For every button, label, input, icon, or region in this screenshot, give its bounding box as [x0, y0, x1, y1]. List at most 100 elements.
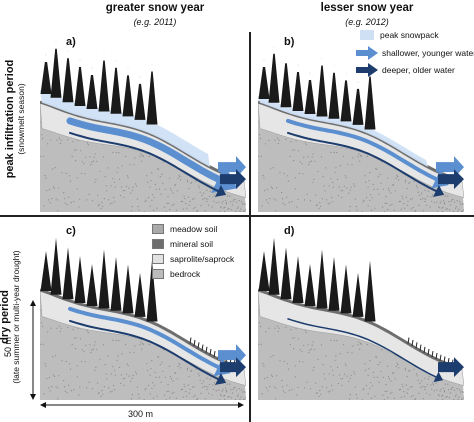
bedrock-speckle	[366, 155, 368, 158]
bedrock-speckle	[40, 121, 41, 123]
bedrock-speckle	[363, 387, 365, 389]
conifer-tree	[316, 249, 328, 309]
bedrock-speckle	[113, 384, 115, 387]
bedrock-speckle	[276, 137, 278, 139]
bedrock-speckle	[268, 139, 270, 141]
bedrock-speckle	[322, 176, 324, 178]
bedrock-speckle	[303, 344, 305, 346]
bedrock-speckle	[119, 178, 121, 180]
bedrock-speckle	[281, 386, 284, 388]
bedrock-speckle	[259, 134, 261, 136]
bedrock-speckle	[144, 389, 146, 391]
bedrock-speckle	[369, 172, 371, 174]
bedrock-speckle	[118, 152, 120, 154]
bedrock-speckle	[112, 151, 114, 153]
bedrock-speckle	[121, 165, 123, 167]
bedrock-speckle	[462, 391, 464, 393]
bedrock-speckle	[387, 209, 389, 211]
bedrock-speckle	[222, 388, 224, 390]
bedrock-speckle	[421, 192, 423, 194]
bedrock-speckle	[454, 389, 456, 391]
conifer-tree	[98, 249, 110, 309]
bedrock-speckle	[387, 177, 389, 179]
bedrock-speckle	[105, 373, 107, 375]
bedrock-speckle	[223, 207, 225, 209]
bedrock-speckle	[45, 365, 47, 367]
bedrock-speckle	[447, 383, 449, 385]
bedrock-speckle	[348, 210, 351, 212]
bedrock-speckle	[153, 385, 155, 387]
meadow-grass	[411, 339, 414, 347]
bedrock-speckle	[151, 360, 153, 362]
bedrock-speckle	[288, 390, 290, 392]
bedrock-speckle	[206, 388, 208, 391]
bedrock-speckle	[453, 210, 455, 212]
bedrock-speckle	[208, 383, 211, 385]
bedrock-speckle	[203, 385, 205, 387]
bedrock-speckle	[186, 369, 189, 371]
bedrock-speckle	[206, 189, 208, 191]
bedrock-speckle	[398, 201, 401, 203]
bedrock-speckle	[168, 390, 170, 392]
bedrock-speckle	[395, 365, 397, 367]
bedrock-speckle	[109, 391, 111, 393]
bedrock-speckle	[343, 343, 345, 346]
bedrock-speckle	[258, 343, 260, 345]
deep-water-flow-head	[215, 185, 227, 197]
deep-water-exit-arrow-icon	[438, 169, 464, 190]
bedrock-speckle	[426, 195, 429, 197]
bedrock-speckle	[294, 376, 296, 378]
bedrock-speckle	[69, 363, 71, 365]
bedrock-speckle	[176, 190, 178, 192]
bedrock-speckle	[334, 171, 336, 173]
bedrock-speckle	[354, 198, 356, 200]
bedrock-speckle	[455, 394, 457, 396]
bedrock-speckle	[425, 198, 427, 200]
bedrock-speckle	[261, 393, 263, 395]
bedrock-speckle	[311, 156, 313, 158]
bedrock-speckle	[443, 203, 446, 205]
bedrock-speckle	[335, 167, 337, 169]
bedrock-speckle	[295, 140, 297, 142]
bedrock-speckle	[263, 365, 265, 367]
bedrock-speckle	[104, 176, 106, 178]
bedrock-speckle	[68, 384, 70, 386]
bedrock-speckle	[301, 351, 303, 353]
bedrock-speckle	[338, 374, 340, 376]
bedrock-speckle	[443, 391, 446, 393]
bedrock-speckle	[289, 155, 291, 158]
bedrock-speckle	[265, 199, 267, 201]
bedrock-speckle	[40, 309, 41, 311]
bedrock-speckle	[65, 360, 67, 363]
bedrock-speckle	[94, 341, 96, 343]
conifer-tree	[110, 256, 122, 311]
bedrock-speckle	[75, 337, 77, 339]
bedrock-speckle	[91, 349, 93, 351]
bedrock-speckle	[204, 398, 206, 400]
bedrock-speckle	[360, 343, 362, 345]
bedrock-speckle	[58, 187, 60, 189]
bedrock-speckle	[65, 172, 67, 175]
row-subtitle-dry-period: (late summer or multi-year drought)	[11, 250, 21, 384]
bedrock-speckle	[77, 328, 79, 330]
bedrock-speckle	[146, 175, 148, 177]
bedrock-speckle	[302, 173, 304, 175]
bedrock-speckle	[433, 390, 435, 392]
bedrock-speckle	[218, 389, 220, 391]
bedrock-speckle	[314, 160, 316, 162]
bedrock-speckle	[112, 339, 114, 341]
bedrock-speckle	[139, 156, 141, 158]
bedrock-speckle	[166, 390, 168, 392]
bedrock-speckle	[348, 398, 351, 400]
bedrock-speckle	[297, 386, 299, 388]
bedrock-speckle	[100, 395, 102, 397]
bedrock-speckle	[431, 200, 433, 202]
bedrock-speckle	[321, 198, 323, 200]
bedrock-speckle	[151, 199, 153, 201]
bedrock-speckle	[136, 386, 138, 388]
bedrock-speckle	[75, 160, 77, 162]
bedrock-speckle	[86, 142, 88, 144]
bedrock-speckle	[261, 205, 263, 207]
bedrock-speckle	[411, 198, 413, 200]
bedrock-speckle	[150, 180, 152, 182]
